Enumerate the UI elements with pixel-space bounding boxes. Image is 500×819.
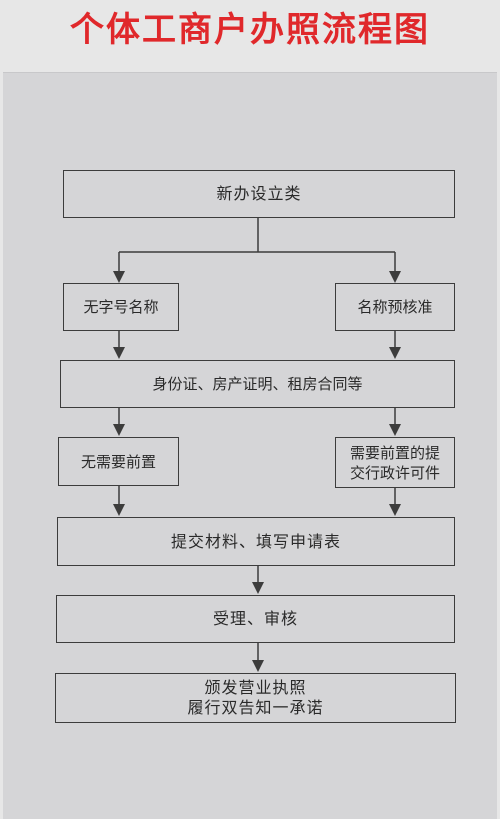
node-no-name-brand: 无字号名称 — [63, 283, 179, 331]
node-no-prerequisite: 无需要前置 — [58, 437, 179, 486]
node-new-setup: 新办设立类 — [63, 170, 455, 218]
node-no-prerequisite-label: 无需要前置 — [80, 452, 156, 471]
node-issue: 颁发营业执照 履行双告知一承诺 — [55, 673, 456, 723]
flowchart-panel — [3, 72, 497, 819]
node-name-precheck: 名称预核准 — [335, 283, 455, 331]
page-title: 个体工商户办照流程图 — [70, 10, 430, 50]
node-issue-line1: 颁发营业执照 — [204, 678, 307, 697]
node-documents-label: 身份证、房产证明、租房合同等 — [152, 375, 363, 393]
node-prerequisite: 需要前置的提 交行政许可件 — [335, 437, 455, 488]
node-no-name-brand-label: 无字号名称 — [83, 298, 159, 316]
node-prerequisite-line1: 需要前置的提 — [349, 443, 440, 462]
node-submit: 提交材料、填写申请表 — [57, 517, 455, 566]
node-prerequisite-line2: 交行政许可件 — [349, 463, 440, 482]
node-issue-line2: 履行双告知一承诺 — [187, 698, 324, 717]
node-submit-label: 提交材料、填写申请表 — [170, 531, 341, 551]
node-review: 受理、审核 — [56, 595, 455, 643]
node-name-precheck-label: 名称预核准 — [357, 298, 433, 316]
node-review-label: 受理、审核 — [212, 609, 298, 628]
node-new-setup-label: 新办设立类 — [216, 184, 302, 203]
node-documents: 身份证、房产证明、租房合同等 — [60, 360, 455, 408]
